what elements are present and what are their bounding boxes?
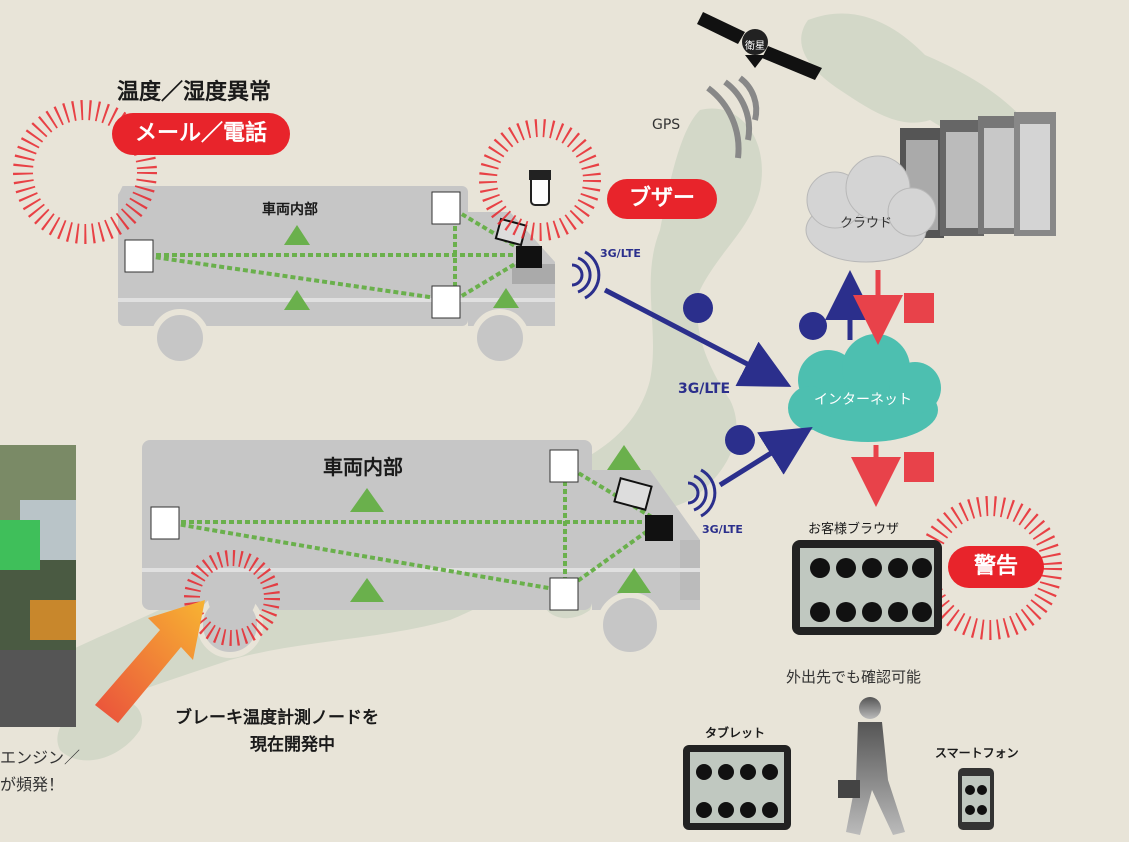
alert-square — [904, 293, 934, 323]
wifi-signal-icon — [687, 468, 717, 518]
photo-caption-line1: エンジン／ — [0, 748, 81, 767]
warning-badge: 警告 — [948, 546, 1044, 588]
data-dot — [799, 312, 827, 340]
link-label-middle: 3G/LTE — [678, 381, 731, 397]
gps-signal-icon — [706, 75, 760, 159]
data-dot — [725, 425, 755, 455]
internet-label: インターネット — [814, 392, 912, 408]
cloud-icon — [805, 155, 937, 263]
top-truck-link-arrow — [603, 287, 792, 387]
top-truck-label: 車両内部 — [262, 202, 318, 218]
customer-browser-label: お客様ブラウザ — [808, 522, 900, 537]
link-label-top: 3G/LTE — [600, 247, 641, 260]
gps-label: GPS — [652, 117, 681, 133]
walking-person-icon — [838, 697, 905, 835]
development-arrow — [95, 600, 205, 723]
alert-burst-center — [208, 574, 256, 622]
internet-cloud-icon — [788, 334, 941, 442]
temp-humidity-alert-title: 温度／湿度異常 — [117, 80, 272, 105]
development-note-line1: ブレーキ温度計測ノードを — [175, 708, 379, 728]
cloud-label: クラウド — [840, 216, 893, 231]
satellite-icon — [697, 12, 822, 80]
smartphone-label: スマートフォン — [935, 746, 1019, 760]
link-label-bottom: 3G/LTE — [702, 523, 743, 536]
buzzer-badge: ブザー — [607, 179, 717, 219]
wifi-signal-icon — [571, 250, 601, 300]
photo-caption-line2: が頻発！ — [0, 775, 65, 794]
truck-photo — [0, 445, 76, 727]
tablet-device — [683, 745, 791, 830]
remote-access-label: 外出先でも確認可能 — [786, 668, 922, 686]
bottom-truck-link-arrow — [718, 427, 813, 488]
satellite-label: 衛星 — [745, 41, 765, 52]
alert-burst-icon — [13, 100, 1062, 646]
bottom-truck-label: 車両内部 — [323, 455, 403, 479]
top-truck — [118, 186, 555, 367]
mail-phone-badge: メール／電話 — [112, 113, 290, 155]
alert-burst-center — [45, 132, 125, 212]
customer-browser-device — [792, 540, 942, 635]
buzzer-icon — [529, 170, 551, 206]
smartphone-device — [958, 768, 994, 830]
tablet-label: タブレット — [705, 726, 766, 740]
development-note-line2: 現在開発中 — [250, 735, 335, 755]
alert-square — [904, 452, 934, 482]
data-dot — [683, 293, 713, 323]
